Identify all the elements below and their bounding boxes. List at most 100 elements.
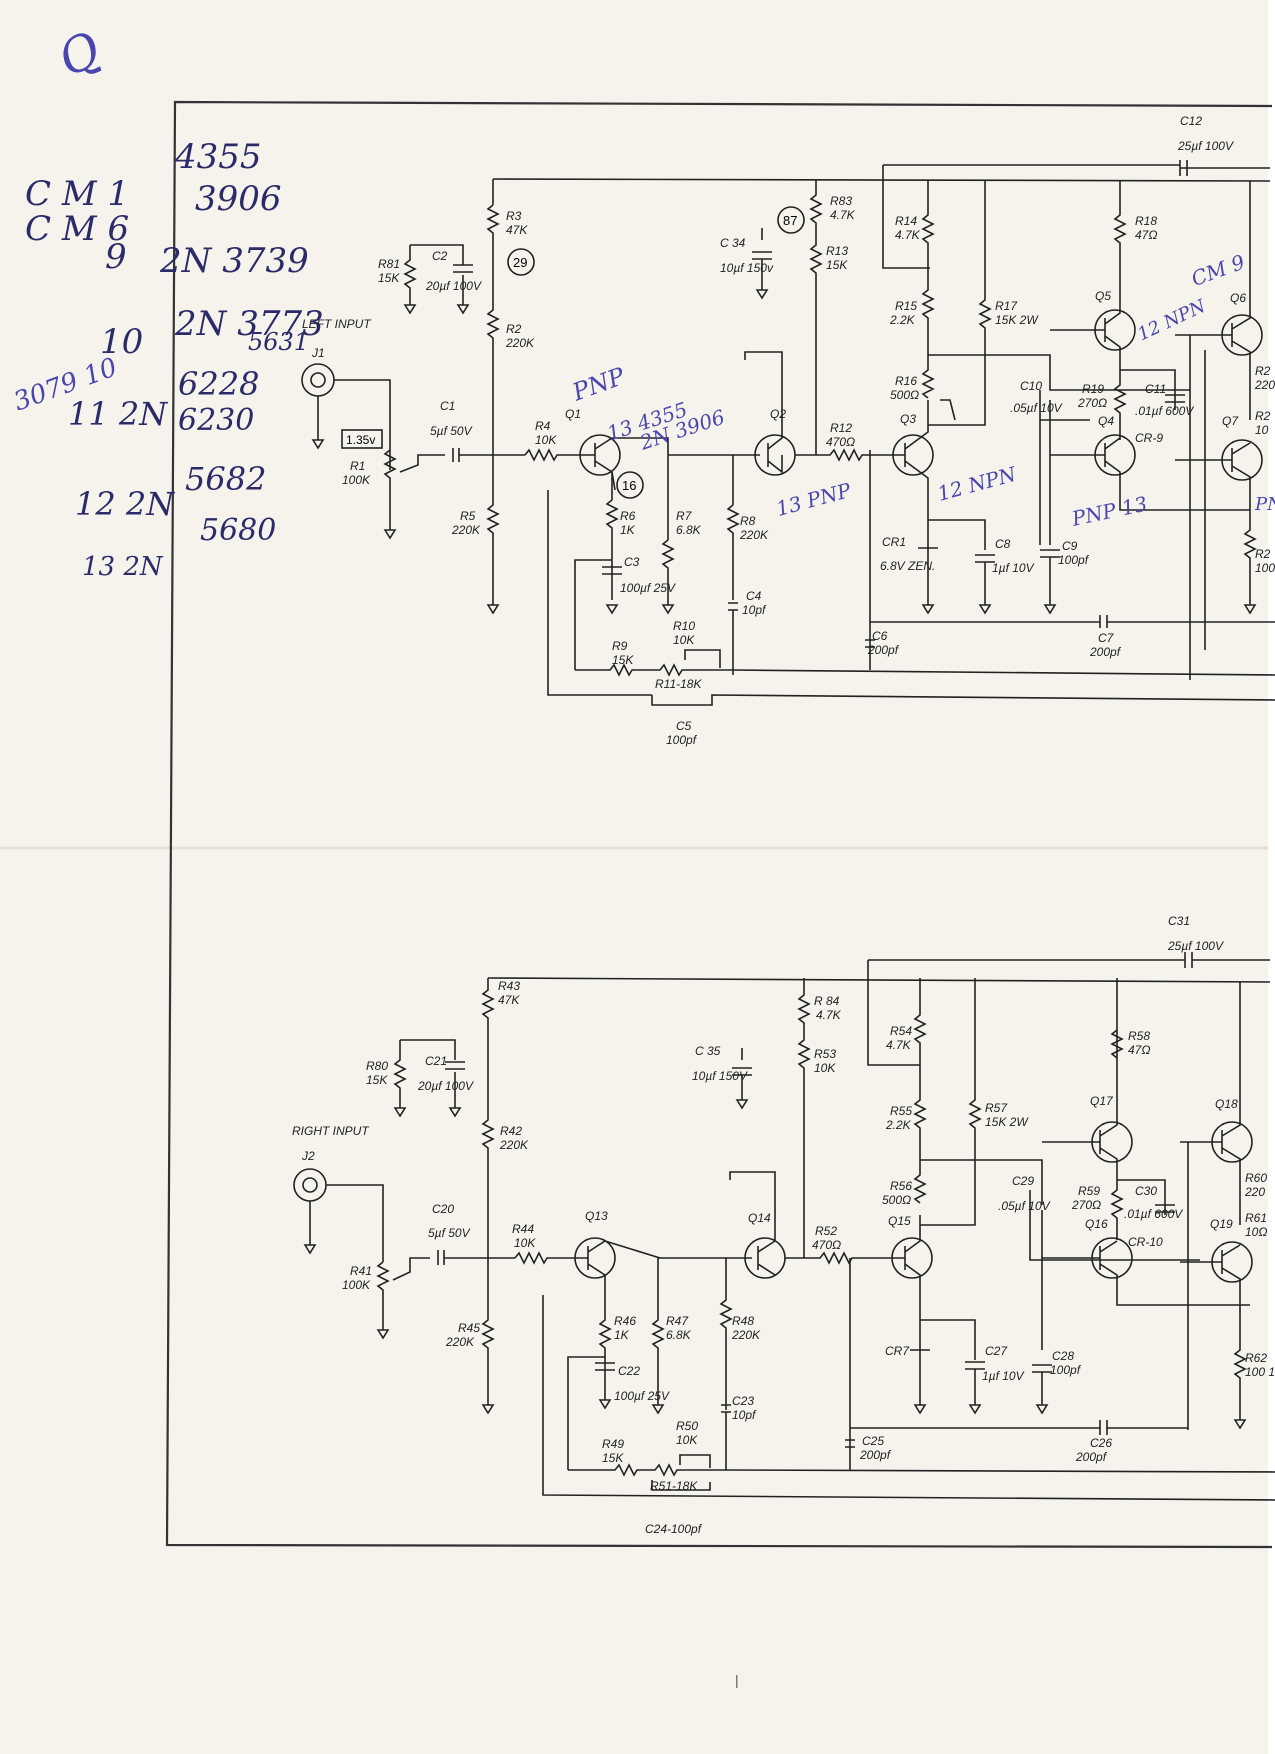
r50-value: 10K bbox=[676, 1433, 698, 1447]
r1-value: 100K bbox=[342, 473, 371, 487]
r47-value: 6.8K bbox=[666, 1328, 692, 1342]
q2-label: Q2 bbox=[770, 407, 786, 421]
c2-value: 20µf 100V bbox=[425, 279, 482, 293]
r1-label: R1 bbox=[350, 459, 365, 473]
r55-label: R55 bbox=[890, 1104, 912, 1118]
note-line-6a: 11 2N bbox=[68, 395, 168, 433]
r84-value: 4.7K bbox=[816, 1008, 842, 1022]
q7-label: Q7 bbox=[1222, 414, 1239, 428]
r2y-value: 10 bbox=[1255, 423, 1269, 437]
c34-value: 10µf 150v bbox=[720, 261, 774, 275]
r61-value: 10Ω bbox=[1245, 1225, 1267, 1239]
node-markers: 29 87 16 1.35v bbox=[341, 206, 805, 499]
r18-value: 47Ω bbox=[1135, 228, 1157, 242]
note-line-4b: 2N 3773 bbox=[174, 304, 324, 344]
q4-label: Q4 bbox=[1098, 414, 1114, 428]
c20-label: C20 bbox=[432, 1202, 454, 1216]
c20-value: 5µf 50V bbox=[428, 1226, 471, 1240]
r56-value: 500Ω bbox=[882, 1193, 911, 1207]
c11-value: .01µf 600V bbox=[1135, 404, 1194, 418]
r2x-label: R2 bbox=[1255, 364, 1271, 378]
r15-label: R15 bbox=[895, 299, 917, 313]
cr1-value: 6.8V ZEN. bbox=[880, 559, 935, 573]
note-line-3b: 2N 3739 bbox=[159, 241, 309, 281]
r54-value: 4.7K bbox=[886, 1038, 912, 1052]
r60-label: R60 bbox=[1245, 1171, 1267, 1185]
c5-label: C5 bbox=[676, 719, 692, 733]
cr1-label: CR1 bbox=[882, 535, 906, 549]
c1-label: C1 bbox=[440, 399, 455, 413]
r43-label: R43 bbox=[498, 979, 520, 993]
r44-label: R44 bbox=[512, 1222, 534, 1236]
r53-value: 10K bbox=[814, 1061, 836, 1075]
note-line-5b: 5631 bbox=[248, 328, 309, 356]
q6-label: Q6 bbox=[1230, 291, 1246, 305]
c30-label: C30 bbox=[1135, 1184, 1157, 1198]
handwritten-notes: Q C M 1 4355 C M 6 3906 9 2N 3739 10 2N … bbox=[10, 21, 324, 582]
r43-value: 47K bbox=[498, 993, 520, 1007]
q3-label: Q3 bbox=[900, 412, 916, 426]
page-mark: | bbox=[735, 1672, 739, 1688]
r13-value: 15K bbox=[826, 258, 848, 272]
note-line-9b: 5680 bbox=[200, 513, 276, 548]
c21-label: C21 bbox=[425, 1054, 447, 1068]
r54-label: R54 bbox=[890, 1024, 912, 1038]
c7-value: 200pf bbox=[1089, 645, 1122, 659]
page-edge bbox=[1268, 0, 1275, 1754]
c24-label: C24-100pf bbox=[645, 1522, 703, 1536]
r16-value: 500Ω bbox=[890, 388, 919, 402]
left-channel-wiring bbox=[301, 160, 1275, 706]
c29-value: .05µf 10V bbox=[998, 1199, 1051, 1213]
c35-label: C 35 bbox=[695, 1044, 721, 1058]
r80-label: R80 bbox=[366, 1059, 388, 1073]
r9-label: R9 bbox=[612, 639, 628, 653]
r5-value: 220K bbox=[451, 523, 481, 537]
c8-value: 1µf 10V bbox=[992, 561, 1035, 575]
c22-label: C22 bbox=[618, 1364, 640, 1378]
r3-label: R3 bbox=[506, 209, 522, 223]
r58-label: R58 bbox=[1128, 1029, 1150, 1043]
c4-value: 10pf bbox=[742, 603, 767, 617]
r61-label: R61 bbox=[1245, 1211, 1267, 1225]
c25-label: C25 bbox=[862, 1434, 884, 1448]
r46-label: R46 bbox=[614, 1314, 636, 1328]
q17-label: Q17 bbox=[1090, 1094, 1114, 1108]
r2z-label: R2 bbox=[1255, 547, 1271, 561]
r53-label: R53 bbox=[814, 1047, 836, 1061]
r47-label: R47 bbox=[666, 1314, 689, 1328]
note-line-6b: 6228 bbox=[178, 365, 259, 403]
r46-value: 1K bbox=[614, 1328, 630, 1342]
c12-label: C12 bbox=[1180, 114, 1202, 128]
r81-label: R81 bbox=[378, 257, 400, 271]
r13-label: R13 bbox=[826, 244, 848, 258]
q16-label: Q16 bbox=[1085, 1217, 1108, 1231]
c30-value: .01µf 600V bbox=[1124, 1207, 1183, 1221]
c12-value: 25µf 100V bbox=[1177, 139, 1234, 153]
q18-label: Q18 bbox=[1215, 1097, 1238, 1111]
c21-value: 20µf 100V bbox=[417, 1079, 474, 1093]
cr10-label: CR-10 bbox=[1128, 1235, 1163, 1249]
right-input-label: RIGHT INPUT bbox=[292, 1124, 370, 1138]
r83-value: 4.7K bbox=[830, 208, 856, 222]
r7-value: 6.8K bbox=[676, 523, 702, 537]
r14-value: 4.7K bbox=[895, 228, 921, 242]
jack-j1-label: J1 bbox=[311, 346, 325, 360]
r2x-value: 220 bbox=[1254, 378, 1275, 392]
r7-label: R7 bbox=[676, 509, 693, 523]
r18-label: R18 bbox=[1135, 214, 1157, 228]
right-labels: RIGHT INPUT J2 R41 100K R43 47K R42 220K… bbox=[292, 914, 1275, 1536]
r8-value: 220K bbox=[739, 528, 769, 542]
drawing-frame bbox=[165, 100, 1273, 1549]
c3-value: 100µf 25V bbox=[620, 581, 676, 595]
note-line-4a: 10 bbox=[100, 322, 143, 362]
r45-value: 220K bbox=[445, 1335, 475, 1349]
anno-q7: PN bbox=[1254, 494, 1275, 515]
c10-value: .05µf 10V bbox=[1010, 401, 1063, 415]
r2z-value: 100 1W bbox=[1255, 561, 1275, 575]
r2y-label: R2 bbox=[1255, 409, 1271, 423]
c26-label: C26 bbox=[1090, 1436, 1112, 1450]
r19-value: 270Ω bbox=[1077, 396, 1107, 410]
c11-label: C11 bbox=[1145, 382, 1166, 396]
c31-value: 25µf 100V bbox=[1167, 939, 1224, 953]
